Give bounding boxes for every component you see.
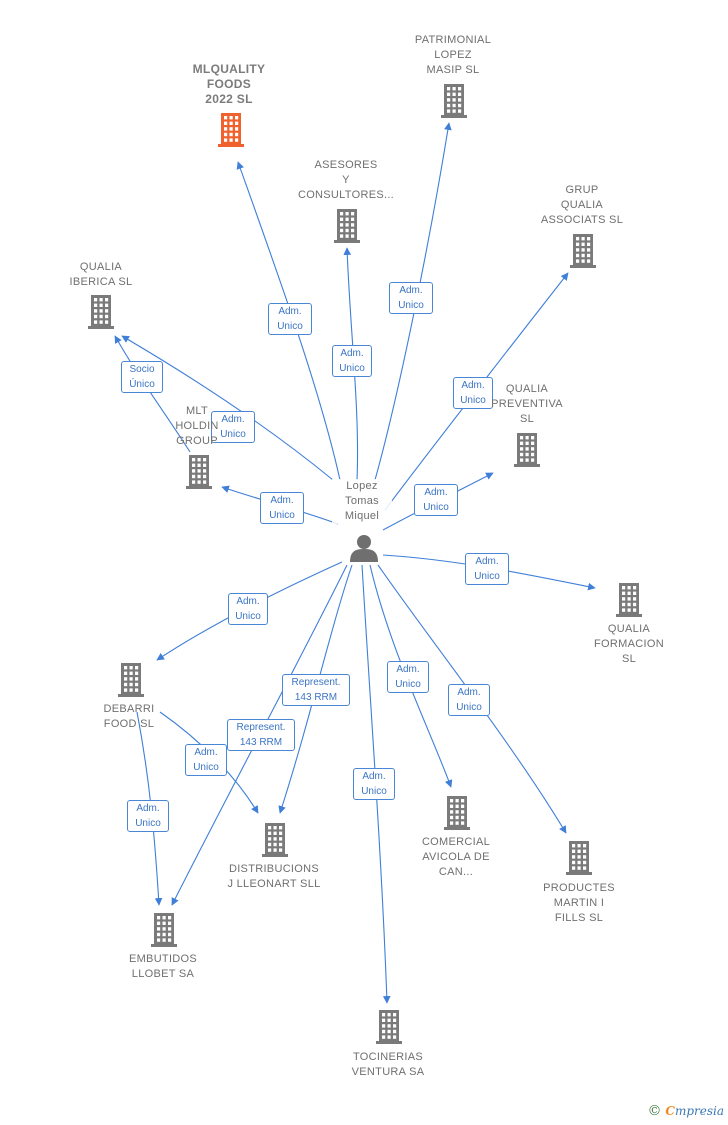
relation-label[interactable]: Adm. Unico [211, 411, 255, 443]
company-label-embutidos[interactable]: EMBUTIDOS LLOBET SA [128, 953, 198, 980]
company-label-mlt[interactable]: MLT HOLDIN GROUP [175, 405, 219, 447]
relation-label[interactable]: Adm. Unico [127, 800, 169, 832]
company-label-tocinerias[interactable]: TOCINERIAS VENTURA SA [351, 1051, 425, 1078]
building-icon[interactable] [570, 234, 596, 268]
company-label-debarri[interactable]: DEBARRI FOOD SL [103, 703, 155, 730]
building-icon[interactable] [376, 1010, 402, 1044]
brand-logo: Cmpresia [665, 1104, 724, 1118]
building-icon[interactable] [566, 841, 592, 875]
building-icon[interactable] [218, 113, 244, 147]
building-icon[interactable] [262, 823, 288, 857]
relation-edge-iberica [121, 335, 334, 481]
company-label-comercial[interactable]: COMERCIAL AVICOLA DE CAN... [421, 836, 491, 878]
company-label-mlquality[interactable]: MLQUALITY FOODS 2022 SL [192, 62, 266, 106]
relation-label[interactable]: Adm. Unico [260, 492, 304, 524]
company-label-productes[interactable]: PRODUCTES MARTIN I FILLS SL [543, 882, 615, 924]
building-icon[interactable] [88, 295, 114, 329]
relation-label[interactable]: Adm. Unico [268, 303, 312, 335]
building-icon[interactable] [151, 913, 177, 947]
building-icon[interactable] [118, 663, 144, 697]
company-label-preventiva[interactable]: QUALIA PREVENTIVA SL [491, 383, 563, 425]
relation-label[interactable]: Represent. 143 RRM [227, 719, 295, 751]
relation-edge-iberica [114, 335, 191, 453]
building-icon[interactable] [444, 796, 470, 830]
building-icon[interactable] [334, 209, 360, 243]
company-label-patrimonial[interactable]: PATRIMONIAL LOPEZ MASIP SL [414, 34, 492, 76]
company-label-formacion[interactable]: QUALIA FORMACION SL [594, 623, 664, 665]
building-icon[interactable] [514, 433, 540, 467]
relation-label[interactable]: Adm. Unico [387, 661, 429, 693]
relation-label[interactable]: Adm. Unico [332, 345, 372, 377]
building-icon[interactable] [616, 583, 642, 617]
relation-label[interactable]: Socio Único [121, 361, 163, 393]
building-icon[interactable] [186, 455, 212, 489]
relation-label[interactable]: Adm. Unico [185, 744, 227, 776]
relation-label[interactable]: Adm. Unico [453, 377, 493, 409]
building-icon[interactable] [441, 84, 467, 118]
relation-label[interactable]: Adm. Unico [353, 768, 395, 800]
person-label[interactable]: Lopez Tomas Miquel [332, 479, 392, 524]
brand-footer: © Cmpresia [648, 1103, 724, 1119]
company-label-distribucions[interactable]: DISTRIBUCIONS J LLEONART SLL [227, 863, 321, 890]
relation-label[interactable]: Adm. Unico [448, 684, 490, 716]
company-label-grup[interactable]: GRUP QUALIA ASSOCIATS SL [540, 184, 624, 226]
company-label-asesores[interactable]: ASESORES Y CONSULTORES... [297, 159, 395, 201]
copyright-icon: © [647, 1103, 662, 1119]
relation-label[interactable]: Adm. Unico [228, 593, 268, 625]
relation-label[interactable]: Adm. Unico [465, 553, 509, 585]
relation-label[interactable]: Adm. Unico [414, 484, 458, 516]
person-icon[interactable] [350, 535, 378, 562]
relation-label[interactable]: Represent. 143 RRM [282, 674, 350, 706]
relation-label[interactable]: Adm. Unico [389, 282, 433, 314]
company-label-iberica[interactable]: QUALIA IBERICA SL [69, 261, 133, 288]
